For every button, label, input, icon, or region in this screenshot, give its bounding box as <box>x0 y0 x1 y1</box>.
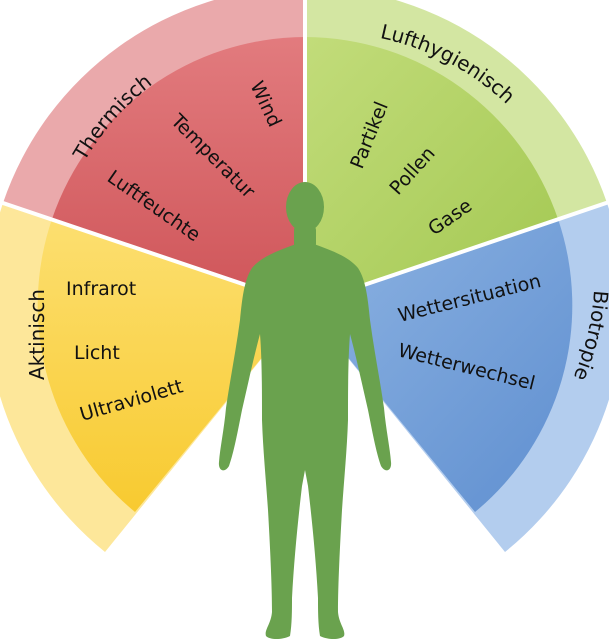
item-licht: Licht <box>74 342 120 364</box>
item-infrarot: Infrarot <box>66 278 136 300</box>
heading-aktinisch: Aktinisch <box>25 289 49 380</box>
